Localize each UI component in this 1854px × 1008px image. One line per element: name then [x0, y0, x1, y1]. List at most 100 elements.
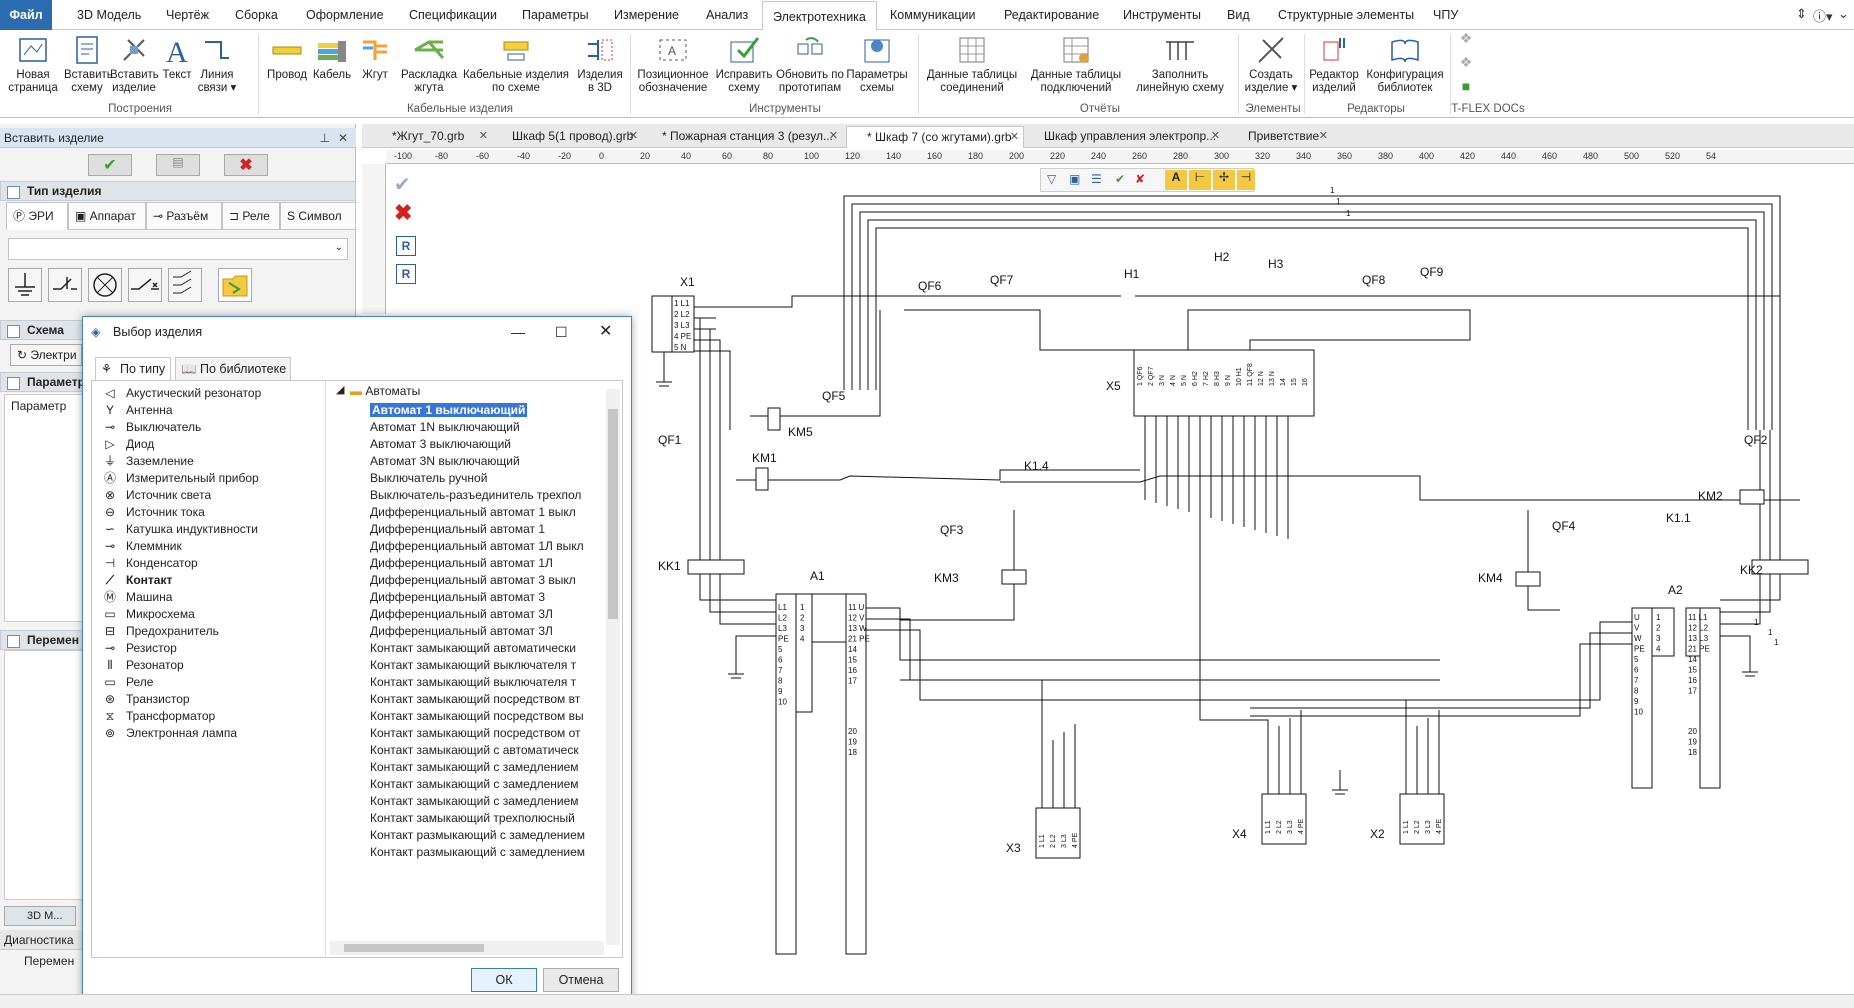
doc-tab[interactable]: *Жгут_70.grb✕	[372, 126, 492, 148]
item-list-item[interactable]: ⊸Автомат 1 выключающий	[370, 400, 606, 420]
type-list-item[interactable]: ⟋Контакт	[106, 570, 173, 590]
menu-specifications[interactable]: Спецификации	[409, 8, 497, 22]
item-list-item[interactable]: ⊸Контакт размыкающий с замедлением	[370, 825, 606, 845]
wire-button[interactable]: Провод	[264, 34, 310, 100]
type-list-item[interactable]: ⊚Электронная лампа	[105, 723, 237, 743]
item-list-item[interactable]: ⊸Контакт замыкающий посредством вт	[370, 689, 606, 709]
close-icon[interactable]: ✕	[478, 130, 488, 142]
menu-file[interactable]: Файл	[0, 0, 52, 30]
item-list-item[interactable]: ⊸Контакт размыкающий с замедлением	[370, 842, 606, 862]
filter-x-icon[interactable]: ✘	[1135, 172, 1146, 186]
menu-parameters[interactable]: Параметры	[522, 8, 589, 22]
menu-communications[interactable]: Коммуникации	[890, 8, 976, 22]
item-list-item[interactable]: ⊸Дифференциальный автомат 3Л	[370, 621, 606, 641]
item-list-item[interactable]: ⊸Выключатель-разъединитель трехпол	[370, 485, 606, 505]
pin-icon[interactable]: ⊥	[319, 131, 330, 145]
doc-tab-active[interactable]: * Шкаф 7 (со жгутами).grb✕	[846, 126, 1024, 148]
cable-button[interactable]: Кабель	[310, 34, 354, 100]
menu-analysis[interactable]: Анализ	[706, 8, 749, 22]
close-icon[interactable]: ✕	[1318, 130, 1328, 142]
type-list-item[interactable]: ⫴Резонатор	[107, 655, 183, 675]
text-button[interactable]: A Текст	[160, 34, 194, 100]
filter-list-icon[interactable]: ☰	[1091, 172, 1102, 186]
breaker-symbol-button[interactable]	[168, 268, 202, 302]
menu-cnc[interactable]: ЧПУ	[1433, 8, 1459, 22]
collapse-icon[interactable]: ◢	[336, 384, 345, 396]
menu-view[interactable]: Вид	[1227, 8, 1250, 22]
tab-by-library[interactable]: 📖По библиотеке	[175, 357, 291, 381]
doc-tab[interactable]: Приветствие✕	[1228, 126, 1332, 148]
switch-symbol-button[interactable]	[48, 268, 82, 302]
maximize-icon[interactable]: ☐	[555, 324, 568, 340]
cancel-icon[interactable]: ✖	[394, 200, 413, 225]
close-icon[interactable]: ✕	[1210, 130, 1220, 142]
item-list-item[interactable]: ⊸Автомат 1N выключающий	[370, 417, 606, 437]
close-icon[interactable]: ✕	[1009, 131, 1019, 143]
filter-check-icon[interactable]: ✔	[1115, 172, 1126, 186]
item-list-item[interactable]: ⊸Контакт замыкающий с замедлением	[370, 791, 606, 811]
type-combobox[interactable]: ⌄	[8, 238, 348, 260]
type-list-item[interactable]: ⊛Транзистор	[105, 689, 190, 709]
menu-editing[interactable]: Редактирование	[1004, 8, 1100, 22]
ground-symbol-button[interactable]	[8, 268, 42, 302]
item-list-item[interactable]: ⊸Контакт замыкающий трехполюсный	[370, 808, 606, 828]
menu-assembly[interactable]: Сборка	[235, 8, 278, 22]
item-list-item[interactable]: ⊸Дифференциальный автомат 1Л выкл	[370, 536, 606, 556]
type-list-item[interactable]: ⊗Источник света	[105, 485, 211, 505]
item-list-item[interactable]: ⊸Автомат 3 выключающий	[370, 434, 606, 454]
item-list-item[interactable]: ⊸Выключатель ручной	[370, 468, 606, 488]
ok-button[interactable]: ОК	[471, 968, 537, 992]
scheme-electrical-button[interactable]: ↻ Электри	[10, 344, 82, 366]
item-list-item[interactable]: ⊸Контакт замыкающий с автоматическ	[370, 740, 606, 760]
item-list-item[interactable]: ⊸Дифференциальный автомат 1 выкл	[370, 502, 606, 522]
r-icon[interactable]: R	[396, 236, 416, 256]
item-list-item[interactable]: ⊸Дифференциальный автомат 1	[370, 519, 606, 539]
section-product-type[interactable]: Тип изделия	[0, 181, 356, 201]
doc-tab[interactable]: Шкаф управления электропр...✕	[1024, 126, 1224, 148]
tab-symbol[interactable]: S Символ	[280, 202, 356, 230]
minimize-icon[interactable]: —	[511, 324, 525, 340]
confirm-icon[interactable]: ✔	[394, 174, 411, 196]
type-list-item[interactable]: ⊣Конденсатор	[105, 553, 198, 573]
menu-drawing[interactable]: Чертёж	[166, 8, 209, 22]
item-list-item[interactable]: ⊸Дифференциальный автомат 1Л	[370, 553, 606, 573]
mode3-icon[interactable]: ✢	[1213, 170, 1235, 190]
harness-button[interactable]: Жгут	[356, 34, 394, 100]
filter-box-icon[interactable]: ▣	[1069, 172, 1081, 186]
folder-node[interactable]: ▬ Автоматы	[350, 381, 420, 401]
item-list-item[interactable]: ⊸Контакт замыкающий с замедлением	[370, 757, 606, 777]
tab-3d-model[interactable]: 3D М...	[4, 906, 76, 926]
close-icon[interactable]: ✕	[628, 130, 638, 142]
menu-electrical[interactable]: Электротехника	[762, 1, 877, 31]
item-list-item[interactable]: ⊸Контакт замыкающий выключателя т	[370, 655, 606, 675]
menu-structural[interactable]: Структурные элементы	[1278, 8, 1415, 22]
help-icon[interactable]: ⓘ▾	[1813, 9, 1833, 24]
open-library-button[interactable]	[218, 268, 252, 302]
doc-tab[interactable]: * Пожарная станция 3 (резул...✕	[642, 126, 842, 148]
scrollbar-thumb[interactable]	[344, 944, 484, 952]
contact-symbol-button[interactable]	[128, 268, 162, 302]
item-list-item[interactable]: ⊸Дифференциальный автомат 3	[370, 587, 606, 607]
type-list-item[interactable]: ⊟Предохранитель	[105, 621, 219, 641]
ribbon-collapse-icon[interactable]: ⇕	[1796, 6, 1807, 21]
menu-3d-model[interactable]: 3D Модель	[77, 8, 142, 22]
tab-relay[interactable]: ⊐ Реле	[222, 202, 280, 230]
cancel-dialog-button[interactable]: Отмена	[543, 968, 619, 992]
item-list-item[interactable]: ⊸Дифференциальный автомат 3Л	[370, 604, 606, 624]
item-list-item[interactable]: ⊸Контакт замыкающий посредством вы	[370, 706, 606, 726]
cancel-button[interactable]: ✖	[224, 154, 268, 176]
vertical-scrollbar[interactable]	[606, 389, 620, 945]
item-list-item[interactable]: ⊸Автомат 3N выключающий	[370, 451, 606, 471]
